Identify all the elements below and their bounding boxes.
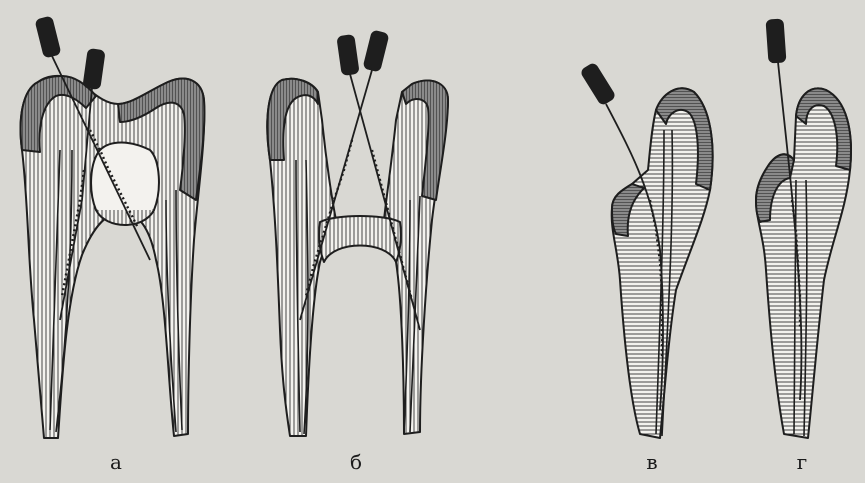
tooth-a — [21, 17, 205, 438]
tooth-v — [581, 63, 713, 438]
tooth-b-pulp-floor — [319, 216, 401, 262]
figure-label-a: а — [110, 452, 122, 472]
figure-label-g: г — [797, 452, 807, 472]
tooth-b — [267, 31, 448, 436]
tooth-b-outline — [267, 79, 448, 436]
figure-label-v: в — [646, 452, 657, 472]
tooth-g — [756, 19, 851, 438]
figure-label-b: б — [350, 452, 362, 472]
